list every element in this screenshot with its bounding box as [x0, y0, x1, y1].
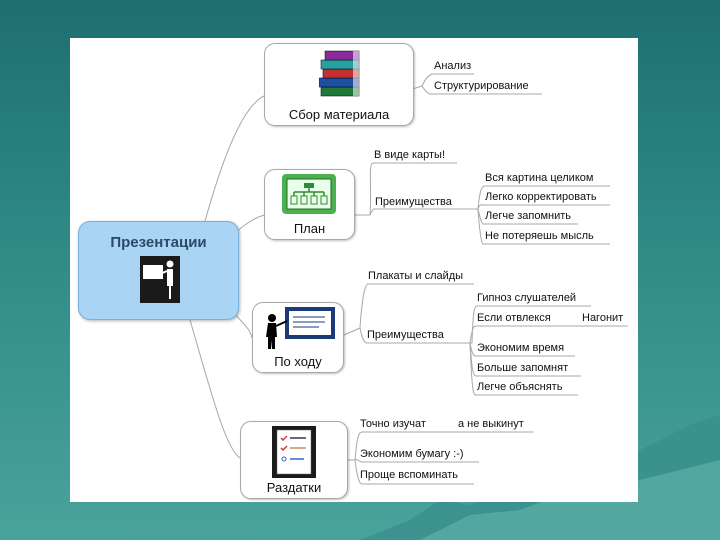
branch-label-handouts: Раздатки: [267, 480, 321, 495]
leaf-analysis: Анализ: [434, 60, 471, 73]
leaf-if-distracted: Если отвлекся: [477, 312, 551, 325]
branch-node-materials[interactable]: Сбор материала: [264, 43, 414, 126]
branch-node-handouts[interactable]: Раздатки: [240, 421, 348, 499]
mind-map-slide: Презентации Сбор материала Анализ Структ…: [70, 38, 638, 502]
leaf-catch-up: Нагонит: [582, 312, 623, 325]
branch-node-plan[interactable]: План: [264, 169, 355, 240]
leaf-save-time: Экономим время: [477, 342, 564, 355]
plan-diagram-icon: [282, 174, 336, 214]
leaf-easy-correct: Легко корректировать: [485, 191, 597, 204]
presenter-with-slide-icon: [259, 307, 339, 349]
presenter-at-board-icon: [140, 256, 180, 303]
stack-of-books-icon: [319, 49, 363, 99]
branch-label-plan: План: [294, 221, 325, 236]
branch-label-materials: Сбор материала: [289, 107, 389, 122]
leaf-as-map: В виде карты!: [374, 149, 445, 162]
leaf-save-paper: Экономим бумагу :-): [360, 448, 464, 461]
leaf-not-throw-away: а не выкинут: [458, 418, 524, 431]
branch-label-during: По ходу: [274, 354, 322, 369]
leaf-hypnosis: Гипноз слушателей: [477, 292, 576, 305]
leaf-whole-picture: Вся картина целиком: [485, 172, 593, 185]
leaf-easier-recall: Проще вспоминать: [360, 469, 458, 482]
leaf-easier-remember: Легче запомнить: [485, 210, 571, 223]
leaf-will-study: Точно изучат: [360, 418, 426, 431]
branch-node-during[interactable]: По ходу: [252, 302, 344, 373]
handout-checklist-icon: [272, 426, 316, 478]
leaf-during-advantages: Преимущества: [367, 329, 444, 342]
leaf-remember-more: Больше запомнят: [477, 362, 568, 375]
leaf-easier-explain: Легче объяснять: [477, 381, 562, 394]
center-title: Презентации: [79, 234, 238, 251]
center-node[interactable]: Презентации: [78, 221, 239, 320]
leaf-wont-lose-thought: Не потеряешь мысль: [485, 230, 594, 243]
leaf-plan-advantages: Преимущества: [375, 196, 452, 209]
leaf-structuring: Структурирование: [434, 80, 529, 93]
leaf-posters-slides: Плакаты и слайды: [368, 270, 463, 283]
